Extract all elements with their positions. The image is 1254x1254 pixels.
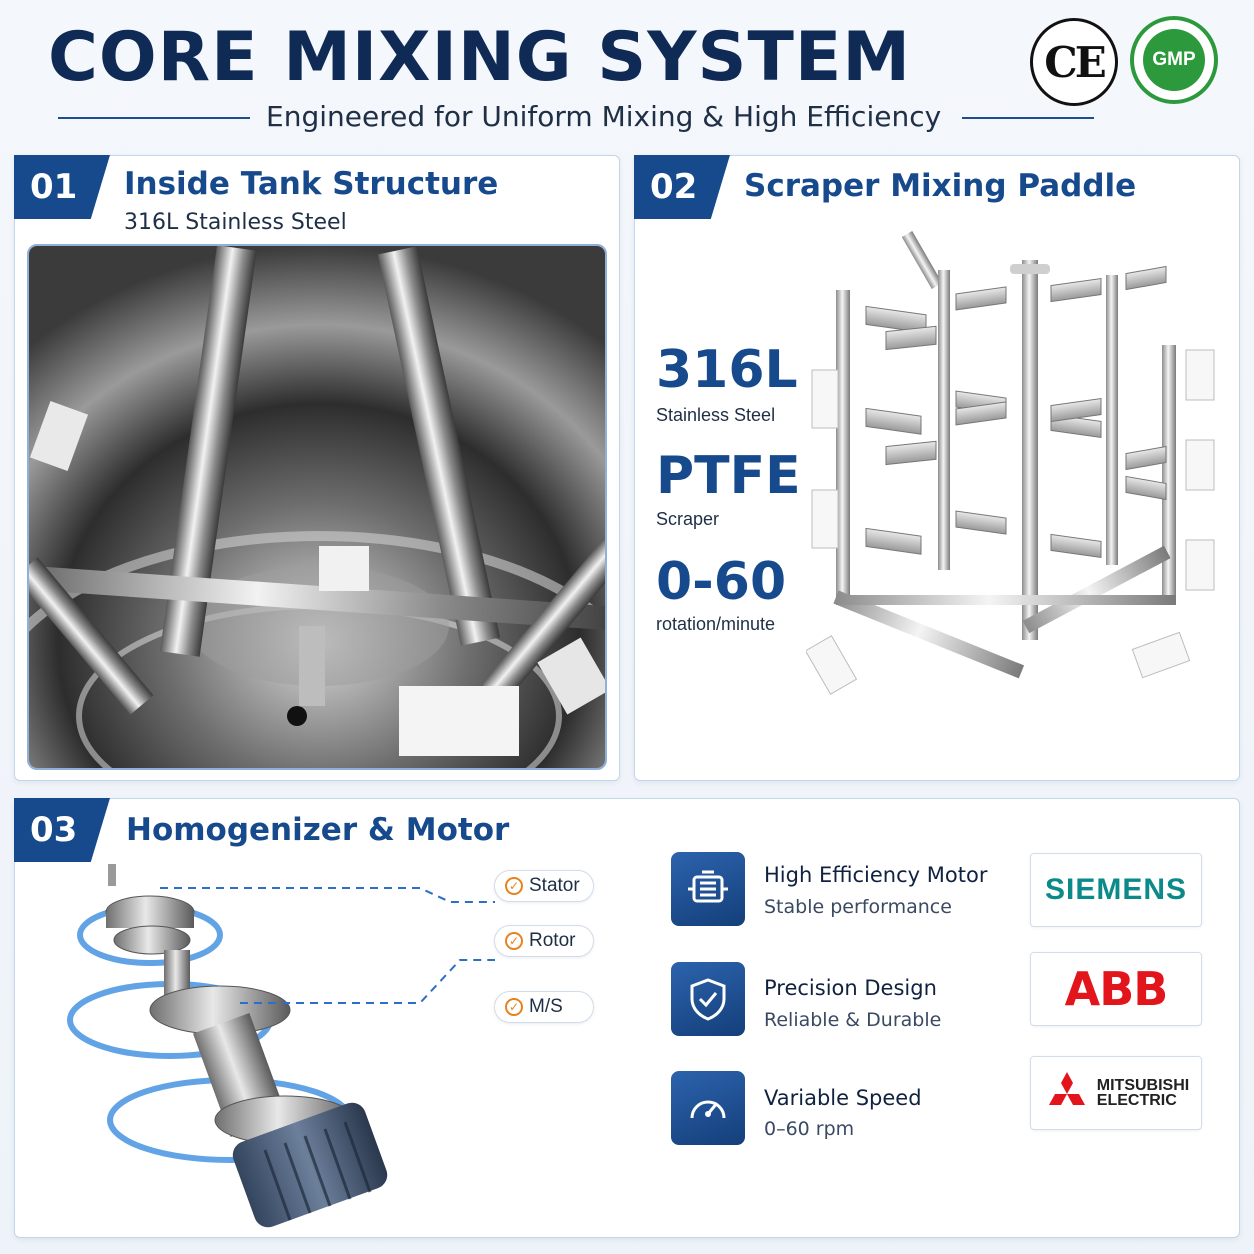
callout-ms-label: M/S: [529, 996, 563, 1017]
abb-text: ABB: [1064, 962, 1169, 1016]
spec-label-material: Stainless Steel: [656, 405, 776, 425]
callout-rotor: ✓ Rotor: [494, 925, 594, 957]
brand-mitsubishi-logo: MITSUBISHI ELECTRIC: [1030, 1056, 1202, 1130]
gmp-text: GMP: [1143, 29, 1205, 91]
callout-ms: ✓ M/S: [494, 991, 594, 1023]
feature-title-precision: Precision Design: [764, 976, 937, 1000]
callout-rotor-label: Rotor: [529, 930, 576, 951]
paddle-image: [804, 220, 1226, 720]
tank-interior-image: [27, 244, 607, 770]
speedometer-icon: [671, 1071, 745, 1145]
page-title: CORE MIXING SYSTEM: [48, 18, 911, 97]
callout-stator-label: Stator: [529, 875, 580, 896]
brand-abb-logo: ABB: [1030, 952, 1202, 1026]
brand-siemens-logo: SIEMENS: [1030, 853, 1202, 927]
section-title-scraper-paddle: Scraper Mixing Paddle: [744, 168, 1137, 204]
gmp-badge: GMP: [1130, 16, 1218, 104]
subtitle-divider-right: [962, 117, 1094, 119]
mitsubishi-diamonds-icon: [1048, 1072, 1085, 1105]
ce-mark-badge: CE: [1030, 18, 1118, 106]
section-number-02: 02: [634, 155, 730, 219]
feature-subtitle-motor: Stable performance: [764, 896, 952, 918]
callout-stator: ✓ Stator: [494, 870, 594, 902]
section-number-01: 01: [14, 155, 110, 219]
feature-title-speed: Variable Speed: [764, 1086, 922, 1110]
check-circle-icon: ✓: [505, 998, 523, 1016]
homogenizer-exploded-image: [40, 860, 480, 1230]
spec-value-speed: 0-60: [656, 552, 787, 612]
mitsubishi-line1: MITSUBISHI: [1096, 1077, 1190, 1094]
spec-label-speed: rotation/minute: [656, 614, 776, 634]
feature-title-motor: High Efficiency Motor: [764, 863, 988, 887]
section-number-03: 03: [14, 798, 110, 862]
check-circle-icon: ✓: [505, 877, 523, 895]
section-title-inside-tank: Inside Tank Structure: [124, 166, 499, 202]
mitsubishi-text: MITSUBISHI ELECTRIC: [1096, 1077, 1190, 1109]
mitsubishi-line2: ELECTRIC: [1096, 1092, 1177, 1109]
feature-subtitle-precision: Reliable & Durable: [764, 1009, 942, 1031]
shield-check-icon: [671, 962, 745, 1036]
motor-icon: [671, 852, 745, 926]
spec-value-material: 316L: [656, 340, 798, 400]
siemens-text: SIEMENS: [1044, 873, 1188, 906]
section-title-homogenizer: Homogenizer & Motor: [126, 812, 510, 848]
spec-label-scraper: Scraper: [656, 509, 720, 529]
spec-value-scraper: PTFE: [656, 446, 801, 506]
panel-scraper-paddle: [634, 155, 1240, 781]
subtitle-divider-left: [58, 117, 250, 119]
feature-subtitle-speed: 0–60 rpm: [764, 1118, 855, 1140]
section-subtitle-material: 316L Stainless Steel: [124, 210, 347, 235]
callout-leader-lines: [160, 887, 495, 1004]
page-subtitle: Engineered for Uniform Mixing & High Eff…: [266, 100, 942, 133]
ce-text: CE: [1044, 37, 1106, 87]
check-circle-icon: ✓: [505, 932, 523, 950]
